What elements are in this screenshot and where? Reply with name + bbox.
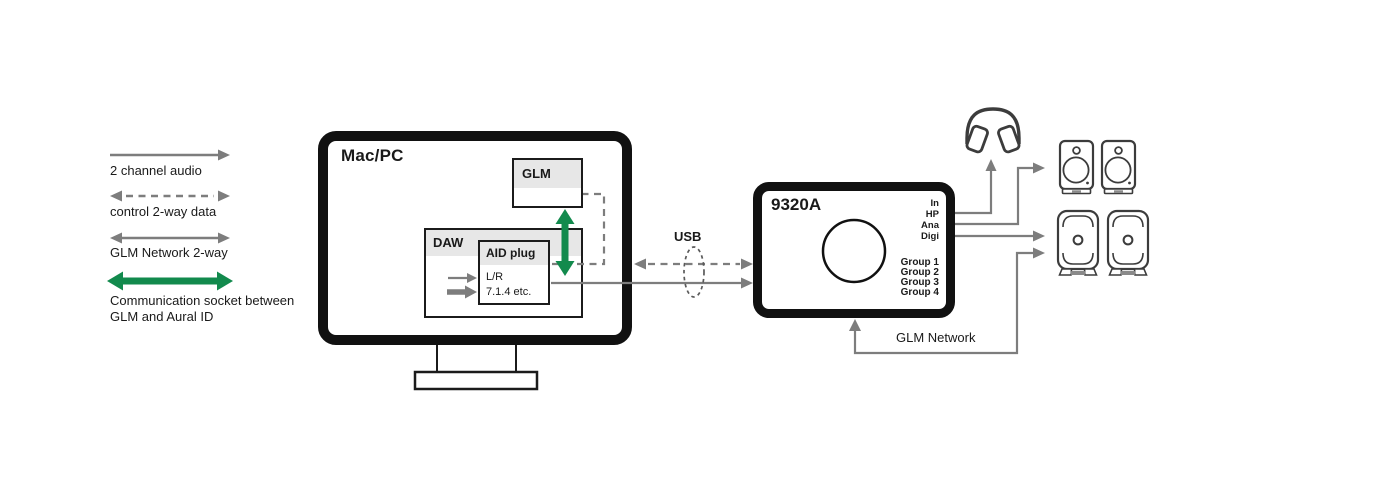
- legend-label-control-2way: control 2-way data: [110, 204, 217, 219]
- legend-label-communication-socket: Communication socket between GLM and Aur…: [110, 293, 295, 324]
- legend-arrow-2-channel-audio: [110, 149, 230, 161]
- glm-app-label: GLM: [514, 160, 581, 188]
- hp-output-line: [955, 159, 997, 215]
- io-label-hp: HP: [925, 209, 939, 220]
- io-label-digi: Digi: [921, 231, 939, 242]
- computer-title: Mac/PC: [341, 146, 404, 165]
- usb-connection-label: USB: [674, 229, 702, 244]
- legend-arrow-control-2way: [110, 190, 230, 202]
- device-io-labels: In HP Ana Digi: [921, 198, 939, 242]
- glm-network-label: GLM Network: [896, 330, 976, 345]
- usb-cable-loop-icon: [683, 246, 705, 298]
- aid-channel-lr: L/R: [486, 271, 504, 283]
- headphones-icon: [965, 107, 1021, 154]
- device-title: 9320A: [771, 195, 822, 214]
- aid-plug-label: AID plug: [480, 242, 548, 265]
- monitor-stand: [413, 345, 539, 391]
- control-line-usb: [634, 258, 753, 270]
- device-group-labels: Group 1 Group 2 Group 3 Group 4: [901, 258, 939, 298]
- io-label-in: In: [930, 198, 939, 209]
- legend-arrow-glm-network-2way: [110, 232, 230, 244]
- coaxial-monitor-speakers-icon: [1056, 209, 1150, 277]
- glm-app-box: GLM: [512, 158, 583, 208]
- group-label-4: Group 4: [900, 287, 939, 298]
- aid-channel-714: 7.1.4 etc.: [486, 285, 532, 298]
- device-9320a-frame: 9320A In HP Ana Digi Group 1 Group 2 Gro…: [753, 182, 955, 318]
- aid-plug-body: L/R 7.1.4 etc.: [480, 265, 548, 299]
- legend-arrow-communication-socket: [107, 271, 233, 291]
- legend-label-glm-network-2way: GLM Network 2-way: [110, 245, 228, 260]
- digi-output-line: [955, 230, 1045, 242]
- legend-label-2-channel-audio: 2 channel audio: [110, 163, 202, 178]
- aid-plug-box: AID plug L/R 7.1.4 etc.: [478, 240, 550, 305]
- studio-monitor-speakers-icon: [1058, 139, 1137, 195]
- io-label-ana: Ana: [921, 220, 939, 231]
- ana-output-line: [955, 162, 1045, 226]
